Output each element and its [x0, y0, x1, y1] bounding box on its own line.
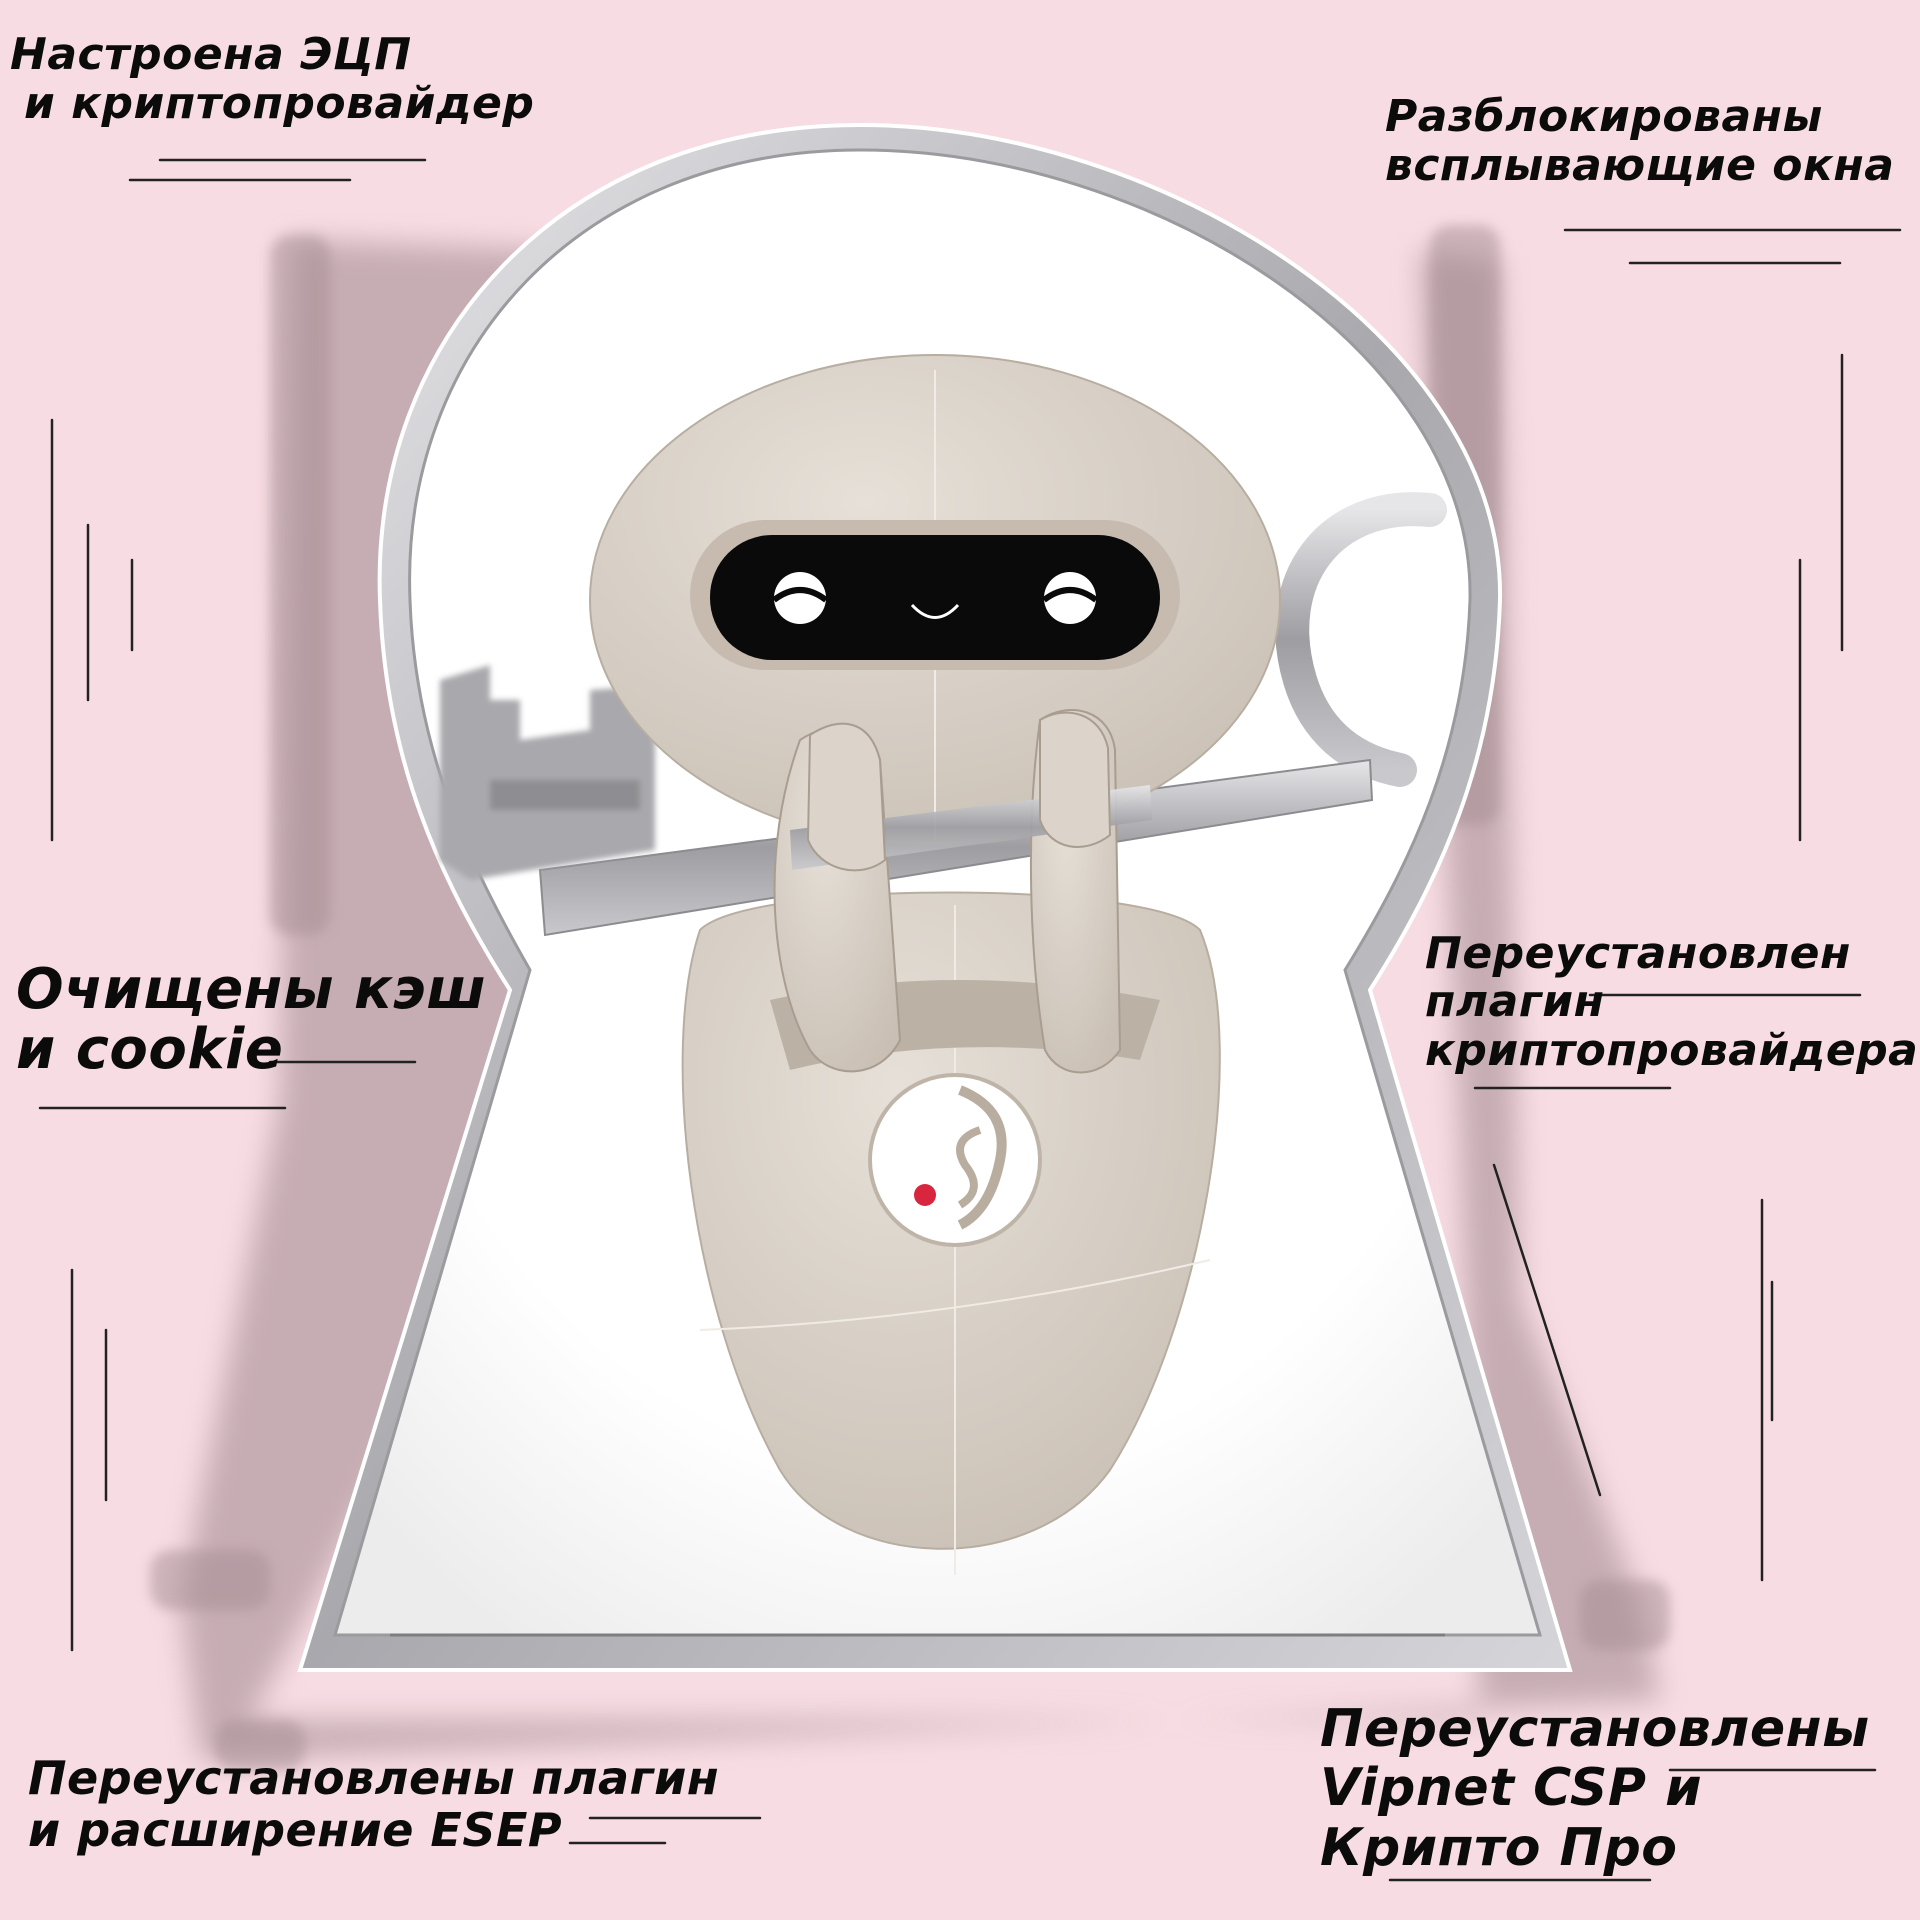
label-ecp-configured: Настроена ЭЦП и криптопровайдер — [10, 30, 534, 129]
label-line: и криптопровайдер — [24, 78, 535, 130]
label-line: Разблокированы — [1385, 91, 1823, 142]
label-cache-cleared: Очищены кэш и cookie — [16, 957, 487, 1083]
label-line: и расширение ESEP — [28, 1803, 563, 1858]
label-line: Очищены кэш — [16, 957, 487, 1022]
label-plugin-reinstalled: Переустановлен плагин криптопровайдера — [1425, 928, 1919, 1076]
label-line: Переустановлены плагин — [28, 1751, 720, 1805]
label-line: Vipnet CSP и — [1320, 1758, 1703, 1819]
label-csp-reinstalled: Переустановлены Vipnet CSP и Крипто Про — [1320, 1699, 1870, 1878]
label-line: плагин — [1425, 976, 1605, 1028]
robot-eyes — [772, 572, 1098, 624]
label-line: всплывающие окна — [1385, 140, 1895, 192]
label-popups-unblocked: Разблокированы всплывающие окна — [1385, 92, 1894, 191]
label-line: Переустановлен — [1425, 928, 1851, 979]
label-line: Переустановлены — [1320, 1699, 1870, 1759]
key-icon — [440, 492, 1447, 937]
decorative-lines — [38, 158, 1902, 1882]
label-esep-reinstalled: Переустановлены плагин и расширение ESEP — [28, 1752, 719, 1857]
label-line: криптопровайдера — [1425, 1024, 1919, 1076]
label-line: и cookie — [16, 1017, 284, 1083]
label-line: Крипто Про — [1320, 1817, 1678, 1878]
label-line: Настроена ЭЦП — [10, 29, 412, 80]
logo-icon — [868, 1073, 1042, 1247]
robot-icon — [589, 354, 1281, 1575]
